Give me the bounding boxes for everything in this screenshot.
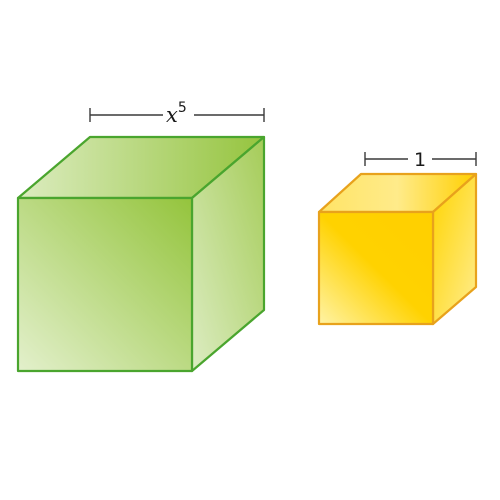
large-cube	[16, 135, 266, 373]
large-cube-label-base: x	[166, 103, 178, 127]
large-cube-side-label: x5	[166, 100, 187, 127]
small-cube-side-label: 1	[414, 149, 426, 171]
small-cube-front-face	[317, 210, 435, 326]
small-cube-dimension: 1	[364, 149, 477, 171]
large-cube-front-face	[16, 196, 194, 373]
large-cube-label-exponent: 5	[178, 100, 187, 116]
large-cube-dimension: x5	[89, 100, 265, 127]
small-cube	[317, 172, 478, 326]
